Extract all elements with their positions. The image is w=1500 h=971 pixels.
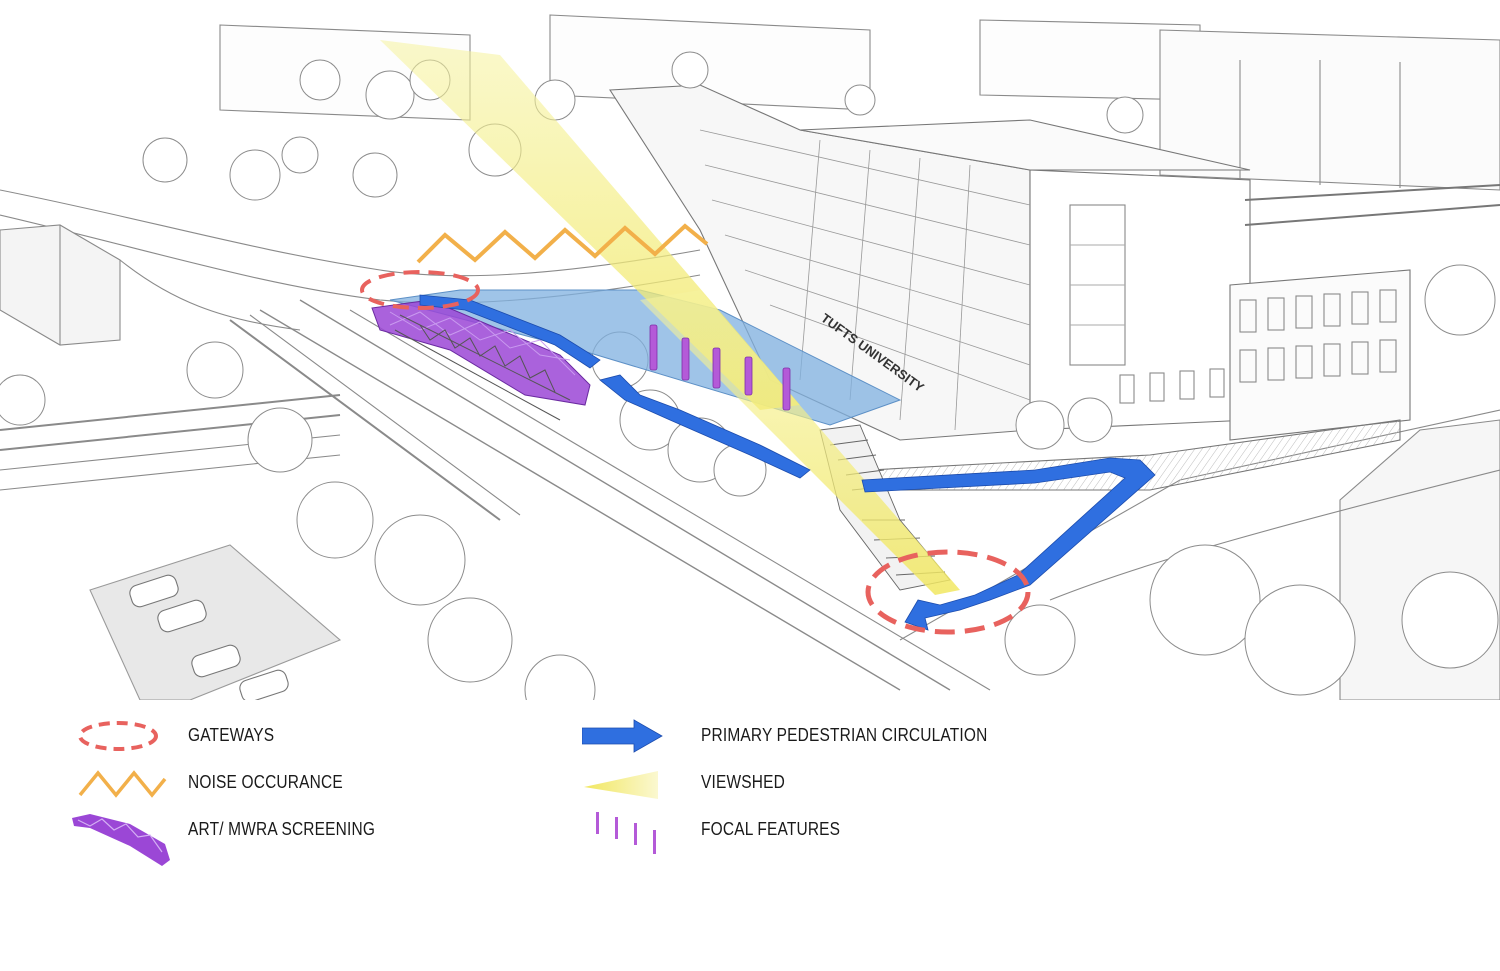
- legend-label-noise: NOISE OCCURANCE: [188, 772, 343, 792]
- legend-item-noise: NOISE OCCURANCE: [70, 763, 490, 803]
- legend-item-circulation: PRIMARY PEDESTRIAN CIRCULATION: [582, 716, 1002, 756]
- gateway-ring-icon: [78, 721, 158, 751]
- legend-label-screening: ART/ MWRA SCREENING: [188, 819, 376, 839]
- site-diagram: TUFTS UNIVERSITY: [0, 14, 1500, 700]
- legend-item-screening: ART/ MWRA SCREENING: [70, 810, 490, 866]
- arrow-icon: [582, 719, 663, 753]
- bars-icon: [596, 812, 656, 854]
- legend-item-focal: FOCAL FEATURES: [582, 810, 1002, 854]
- legend-label-focal: FOCAL FEATURES: [701, 819, 841, 839]
- legend: GATEWAYS NOISE OCCURANCE ART/ MWRA SCREE…: [0, 700, 1500, 971]
- context-linework: [0, 14, 1500, 700]
- zigzag-icon: [78, 770, 167, 798]
- noise-zigzag: [416, 223, 709, 264]
- wedge-icon: [584, 771, 658, 799]
- gateway-south: [865, 549, 1031, 635]
- screen-wall-icon: [72, 814, 170, 866]
- trees: [0, 51, 1499, 700]
- legend-item-gateways: GATEWAYS: [70, 716, 490, 756]
- gateway-north: [360, 270, 480, 310]
- legend-item-viewshed: VIEWSHED: [582, 763, 1002, 803]
- circulation-paths: [419, 294, 1156, 631]
- legend-label-gateways: GATEWAYS: [188, 725, 275, 745]
- screening-wall: [371, 299, 591, 421]
- tufts-building: [609, 84, 1500, 491]
- legend-label-circulation: PRIMARY PEDESTRIAN CIRCULATION: [701, 725, 988, 745]
- legend-label-viewshed: VIEWSHED: [701, 772, 785, 792]
- focal-posts: [649, 324, 791, 411]
